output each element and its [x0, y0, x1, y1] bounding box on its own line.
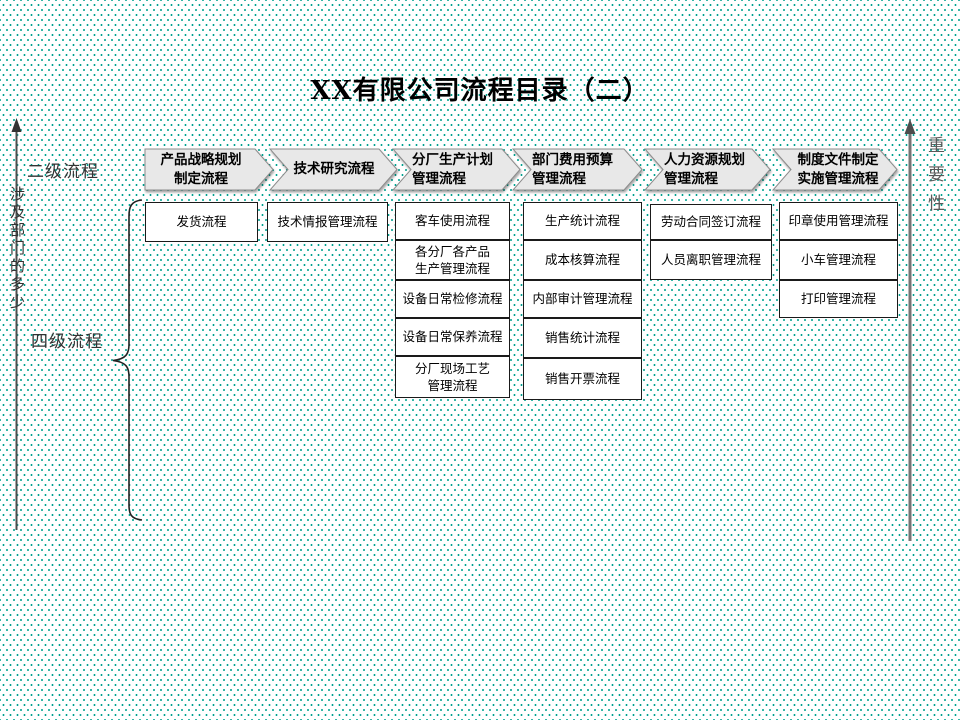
process-box: 销售开票流程	[523, 358, 642, 400]
chevron-shape-5	[643, 148, 771, 191]
importance-axis-label: 重要性	[924, 136, 944, 223]
right-axis-arrow	[904, 119, 916, 541]
chevron-label-2: 技术研究流程	[293, 161, 375, 178]
departments-axis-label: 涉及部门的多少	[8, 186, 26, 312]
process-box: 劳动合同签订流程	[650, 204, 772, 240]
left-axis-arrowhead-icon	[11, 118, 22, 132]
page-title: XX有限公司流程目录（二）	[310, 76, 650, 106]
chevron-label-5: 人力资源规划 管理流程	[664, 152, 745, 187]
chevron-shape-1	[144, 148, 274, 191]
chevron-shape-3	[391, 148, 521, 191]
process-box: 技术情报管理流程	[267, 202, 388, 242]
process-box: 发货流程	[145, 202, 258, 242]
process-box: 打印管理流程	[779, 280, 898, 318]
process-box: 销售统计流程	[523, 318, 642, 358]
right-axis-arrowhead-icon	[904, 119, 916, 134]
chevron-label-6: 制度文件制定 实施管理流程	[797, 152, 879, 187]
process-box: 成本核算流程	[523, 240, 642, 280]
chevron-label-1: 产品战略规划 制定流程	[160, 152, 242, 187]
chevron-label-4: 部门费用预算 管理流程	[532, 152, 613, 187]
chevron-label-3: 分厂生产计划 管理流程	[412, 152, 493, 187]
process-box: 各分厂各产品 生产管理流程	[395, 240, 510, 280]
process-box: 设备日常保养流程	[395, 318, 510, 356]
chevron-shape-6	[771, 148, 898, 191]
left-axis-arrow	[11, 118, 22, 530]
process-box: 人员离职管理流程	[650, 240, 772, 280]
level2-process-label: 二级流程	[27, 162, 99, 182]
process-box: 客车使用流程	[395, 202, 510, 240]
process-box: 分厂现场工艺 管理流程	[395, 356, 510, 398]
process-box: 小车管理流程	[779, 240, 898, 280]
chevron-shape-2	[268, 148, 398, 191]
process-box: 印章使用管理流程	[779, 202, 898, 240]
process-box: 内部审计管理流程	[523, 280, 642, 318]
level4-process-label: 四级流程	[31, 332, 103, 352]
process-box: 生产统计流程	[523, 202, 642, 240]
process-box: 设备日常检修流程	[395, 280, 510, 318]
chevron-shape-4	[511, 148, 643, 191]
level4-brace-icon	[112, 199, 143, 521]
